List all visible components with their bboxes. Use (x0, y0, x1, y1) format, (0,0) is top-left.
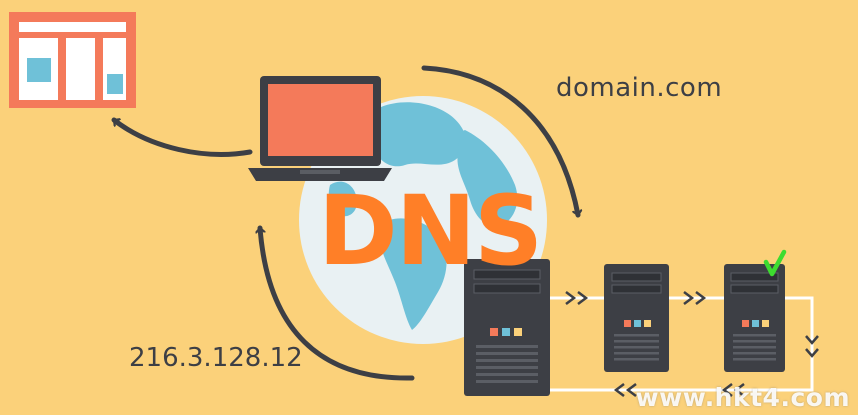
down-chevrons (805, 335, 819, 358)
watermark: www.hkt4.com (635, 383, 850, 412)
arrow-laptop-to-resolver (421, 65, 578, 218)
server-tower-icon (464, 259, 550, 396)
dns-title: DNS (318, 175, 543, 287)
server-tower-icon (604, 264, 669, 372)
browser-window-icon (9, 12, 136, 108)
ip-address-label: 216.3.128.12 (129, 343, 303, 373)
back-chevrons-2 (613, 383, 637, 397)
domain-label: domain.com (556, 73, 723, 103)
forward-chevrons-1 (565, 291, 589, 305)
forward-chevrons-2 (683, 291, 707, 305)
check-icon (763, 249, 787, 277)
arrow-laptop-to-browser (111, 117, 253, 157)
arrow-resolver-to-laptop (260, 225, 415, 381)
server-tower-icon (724, 264, 785, 372)
laptop-icon (248, 76, 392, 181)
back-chevrons-1 (721, 383, 745, 397)
